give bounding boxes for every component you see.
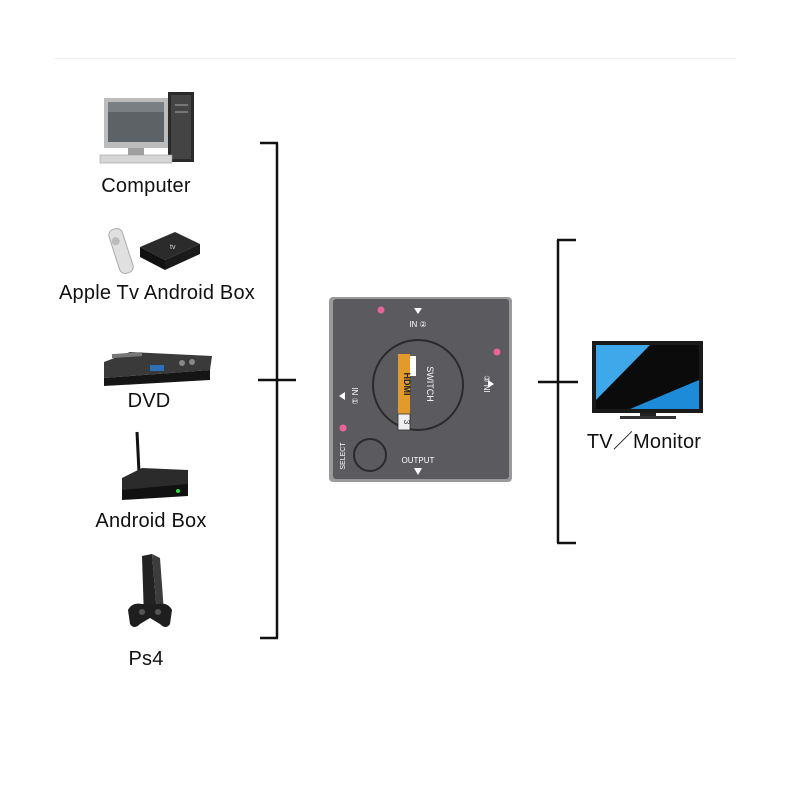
switch-in3-label: ③ NI [482, 375, 491, 392]
switch-text: SWITCH [425, 366, 435, 402]
in1-arrow [339, 392, 345, 400]
source-label-android-box: Android Box [95, 510, 207, 532]
switch-dial [372, 339, 464, 431]
switch-in2-label: IN ② [409, 320, 426, 329]
output-arrow [414, 468, 422, 475]
led-in1 [339, 424, 347, 432]
source-label-dvd: DVD [127, 390, 171, 412]
hdmi-switch-device [329, 297, 512, 482]
apple-tv-icon: tv [108, 228, 200, 274]
in3-arrow [488, 380, 494, 388]
source-label-ps4: Ps4 [128, 648, 164, 670]
switch-body [333, 299, 509, 479]
switch-port-count: 3 [402, 420, 411, 425]
source-label-apple-tv: Apple Tv Android Box [59, 282, 255, 304]
port-indicator [397, 413, 411, 431]
switch-in1-label: IN ① [350, 387, 359, 404]
switch-brand-text: HDMI [402, 373, 412, 396]
switch-output-label: OUTPUT [402, 456, 435, 465]
android-box-icon [122, 431, 188, 500]
ps4-console-icon [128, 554, 172, 627]
header-divider [55, 58, 735, 59]
destination-label: TV／Monitor [586, 431, 702, 453]
svg-text:tv: tv [170, 244, 176, 251]
tv-monitor-icon [592, 341, 703, 419]
led-in2 [377, 306, 385, 314]
led-in3 [493, 348, 501, 356]
destination-bracket [538, 238, 578, 545]
in2-arrow [414, 308, 422, 314]
select-button [353, 438, 387, 472]
source-label-computer: Computer [101, 175, 191, 197]
sources-bracket [258, 141, 296, 640]
computer-icon [99, 92, 194, 164]
hdmi-logo-strip [398, 354, 410, 414]
dvd-player-icon [104, 352, 212, 386]
switch-select-label: SELECT [340, 442, 347, 470]
